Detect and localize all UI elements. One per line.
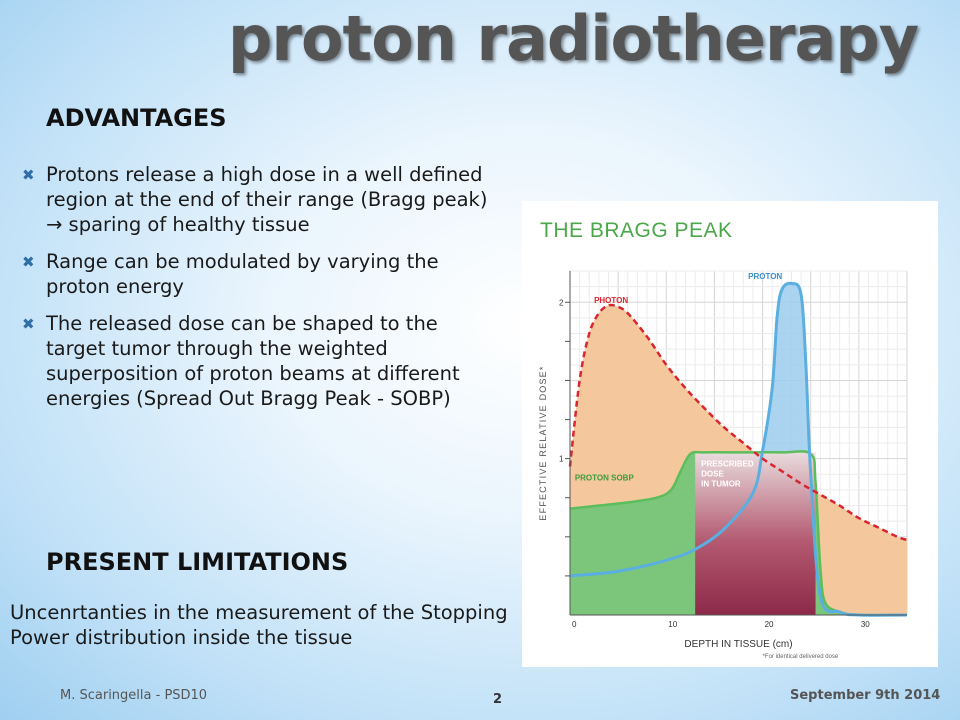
x-tick-label: 20: [765, 620, 774, 629]
footer-date: September 9th 2014: [790, 688, 941, 703]
list-item: ✖ Range can be modulated by varying the …: [16, 249, 496, 299]
limitations-text: Uncenrtanties in the measurement of the …: [10, 601, 508, 649]
list-item: ✖ Protons release a high dose in a well …: [16, 162, 496, 237]
footer-author: M. Scaringella - PSD10: [60, 688, 208, 703]
chart-footnote: *For identical delivered dose: [763, 654, 839, 660]
proton-sobp-label: PROTON SOBP: [575, 474, 635, 483]
photon-label: PHOTON: [594, 296, 628, 305]
proton-label: PROTON: [748, 272, 782, 281]
slide-title: proton radiotherapy: [228, 2, 919, 75]
advantages-list: ✖ Protons release a high dose in a well …: [16, 162, 496, 423]
x-tick-label: 0: [572, 620, 577, 629]
proton-sobp-line: [569, 450, 908, 617]
chart-title: THE BRAGG PEAK: [540, 219, 733, 242]
cross-bullet-icon: ✖: [22, 253, 35, 271]
photon-line: [568, 303, 908, 542]
x-tick-label: 10: [668, 620, 677, 629]
tumor-region-rect: [695, 452, 816, 615]
advantages-heading: ADVANTAGES: [46, 104, 227, 132]
proton-line: [569, 281, 908, 617]
x-axis-label: DEPTH IN TISSUE (cm): [684, 639, 792, 650]
list-item: ✖ The released dose can be shaped to the…: [16, 311, 496, 411]
prescribed-dose-region: [695, 452, 816, 615]
tumor-region-label: DOSE: [701, 469, 724, 478]
advantage-text: The released dose can be shaped to the t…: [46, 312, 460, 410]
tumor-region-label: PRESCRIBED: [701, 459, 754, 468]
y-axis-label: EFFECTIVE RELATIVE DOSE*: [538, 365, 548, 520]
limitations-heading: PRESENT LIMITATIONS: [46, 548, 349, 576]
cross-bullet-icon: ✖: [22, 315, 35, 333]
advantage-text: Protons release a high dose in a well de…: [46, 163, 488, 236]
y-tick-label: 1: [559, 455, 564, 464]
chart-lines: [568, 281, 908, 617]
tumor-region-label: IN TUMOR: [701, 479, 741, 488]
cross-bullet-icon: ✖: [22, 166, 35, 184]
page-number: 2: [493, 692, 503, 707]
advantage-text: Range can be modulated by varying the pr…: [46, 250, 439, 298]
y-tick-label: 2: [559, 298, 564, 307]
chart-axes: [565, 271, 907, 616]
x-tick-label: 30: [861, 620, 870, 629]
